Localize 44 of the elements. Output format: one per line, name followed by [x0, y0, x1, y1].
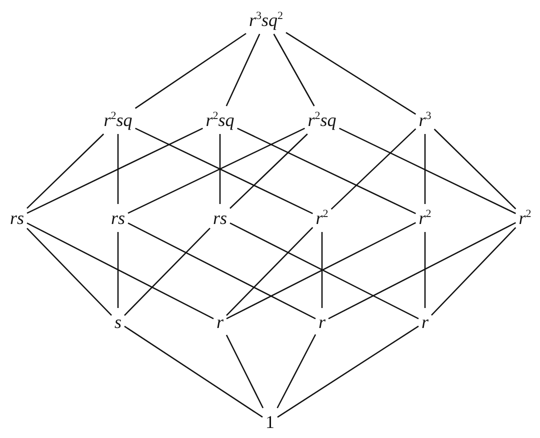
connector-line [328, 222, 516, 320]
connector-line [286, 32, 416, 115]
connector-line [330, 128, 416, 210]
connector-line [124, 326, 263, 418]
node-label: r [420, 311, 430, 333]
node-label: r$^{2}$ [518, 207, 532, 229]
connector-line [321, 232, 323, 308]
node-label: r$^{2}$sq [204, 109, 236, 131]
connector-line [424, 232, 426, 308]
node-label: r$^{3}$sq$^{2}$ [248, 9, 284, 31]
node-label: rs [9, 207, 25, 229]
node-label: s [114, 311, 122, 333]
connector-line [226, 34, 260, 106]
connector-line [117, 134, 119, 204]
connector-line [124, 228, 210, 316]
connector-line [424, 134, 426, 204]
node-label: r [216, 311, 224, 333]
connector-line [273, 34, 315, 106]
connector-line [117, 232, 119, 308]
connector-line [276, 334, 316, 408]
connector-line [26, 134, 104, 209]
node-label: r$^{2}$sq [102, 109, 134, 131]
connector-line [226, 334, 264, 408]
node-label: 1 [264, 411, 276, 433]
connector-line [339, 128, 516, 214]
connector-line [434, 128, 516, 210]
connector-line [26, 228, 112, 316]
connector-line [431, 227, 516, 316]
node-label: rs [212, 207, 228, 229]
connector-line [237, 128, 416, 214]
node-label: r$^{2}$sq [306, 109, 338, 131]
connector-line [219, 134, 221, 204]
connector-line [26, 222, 214, 320]
node-label: r$^{2}$ [314, 207, 330, 229]
connector-line [128, 222, 316, 320]
connector-line [26, 128, 203, 214]
node-label: r$^{3}$ [418, 109, 432, 131]
connector-line [277, 326, 419, 418]
connector-line [134, 32, 246, 109]
node-label: rs [110, 207, 126, 229]
node-label: r [318, 311, 326, 333]
connector-line [226, 226, 314, 316]
connector-line [230, 134, 308, 209]
node-label: r$^{2}$ [418, 207, 432, 229]
